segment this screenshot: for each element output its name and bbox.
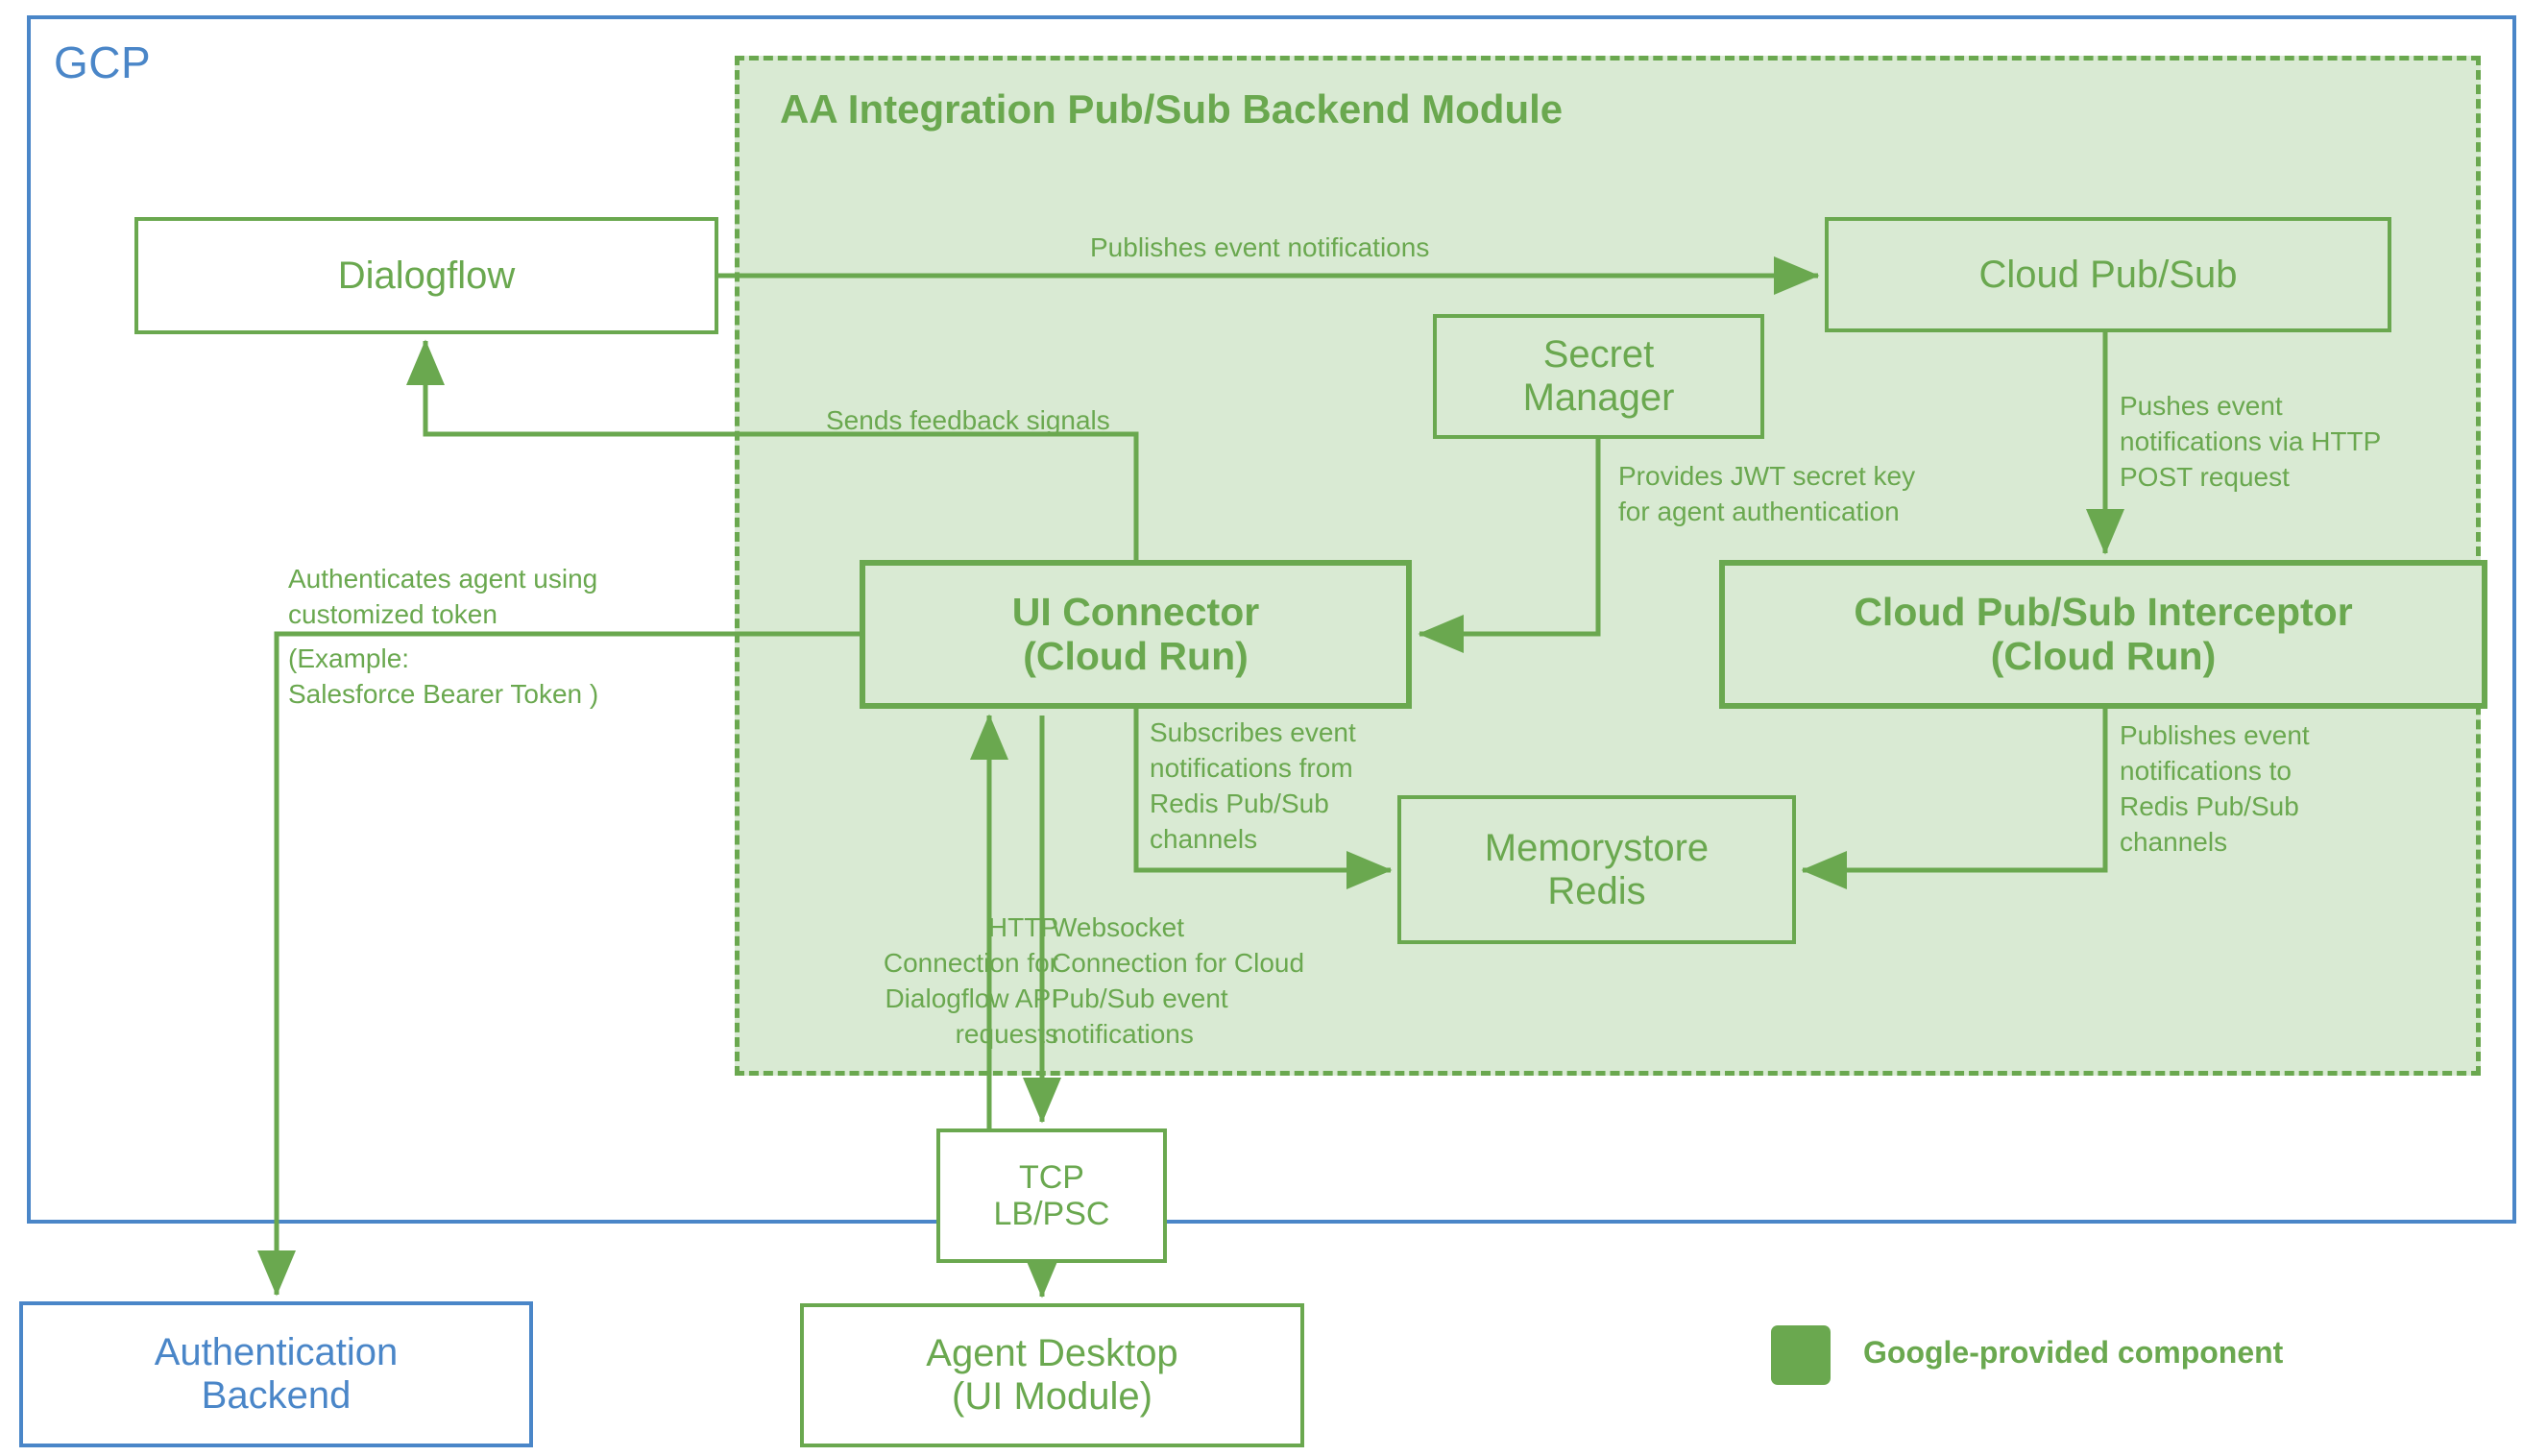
node-memorystore-redis[interactable]: Memorystore Redis bbox=[1397, 795, 1796, 944]
edge-label-websocket-connection: Websocket Connection for Cloud Pub/Sub e… bbox=[1052, 912, 1305, 1049]
edge-label-authenticates-example: (Example: Salesforce Bearer Token ) bbox=[288, 643, 599, 709]
edge-label-sends-feedback-signals: Sends feedback signals bbox=[826, 405, 1110, 435]
node-cloud-pubsub[interactable]: Cloud Pub/Sub bbox=[1825, 217, 2391, 332]
edge-label-http-connection: HTTP Connection for Dialogflow API reque… bbox=[883, 912, 1058, 1049]
node-tcp-lb-psc[interactable]: TCP LB/PSC bbox=[936, 1128, 1167, 1263]
gcp-label: GCP bbox=[54, 37, 152, 87]
module-title: AA Integration Pub/Sub Backend Module bbox=[780, 86, 1564, 132]
node-authentication-backend[interactable]: Authentication Backend bbox=[19, 1301, 533, 1447]
node-cloud-pubsub-interceptor[interactable]: Cloud Pub/Sub Interceptor (Cloud Run) bbox=[1719, 560, 2487, 709]
edge-label-provides-jwt-secret-key: Provides JWT secret key for agent authen… bbox=[1618, 461, 1916, 526]
legend-swatch-icon bbox=[1771, 1325, 1831, 1385]
edge-label-authenticates-agent: Authenticates agent using customized tok… bbox=[288, 564, 598, 629]
edge-label-publishes-event-notifications: Publishes event notifications bbox=[1090, 232, 1430, 262]
edge-label-publishes-to-redis-channels: Publishes event notifications to Redis P… bbox=[2120, 720, 2310, 857]
node-ui-connector[interactable]: UI Connector (Cloud Run) bbox=[860, 560, 1412, 709]
gcp-boundary bbox=[27, 15, 2516, 1224]
edge-label-pushes-event-notifications: Pushes event notifications via HTTP POST… bbox=[2120, 391, 2382, 492]
edge-label-subscribes-event-notifications: Subscribes event notifications from Redi… bbox=[1150, 717, 1356, 854]
node-dialogflow[interactable]: Dialogflow bbox=[134, 217, 718, 334]
node-secret-manager[interactable]: Secret Manager bbox=[1433, 314, 1764, 439]
node-agent-desktop[interactable]: Agent Desktop (UI Module) bbox=[800, 1303, 1304, 1447]
legend-label: Google-provided component bbox=[1863, 1335, 2284, 1370]
